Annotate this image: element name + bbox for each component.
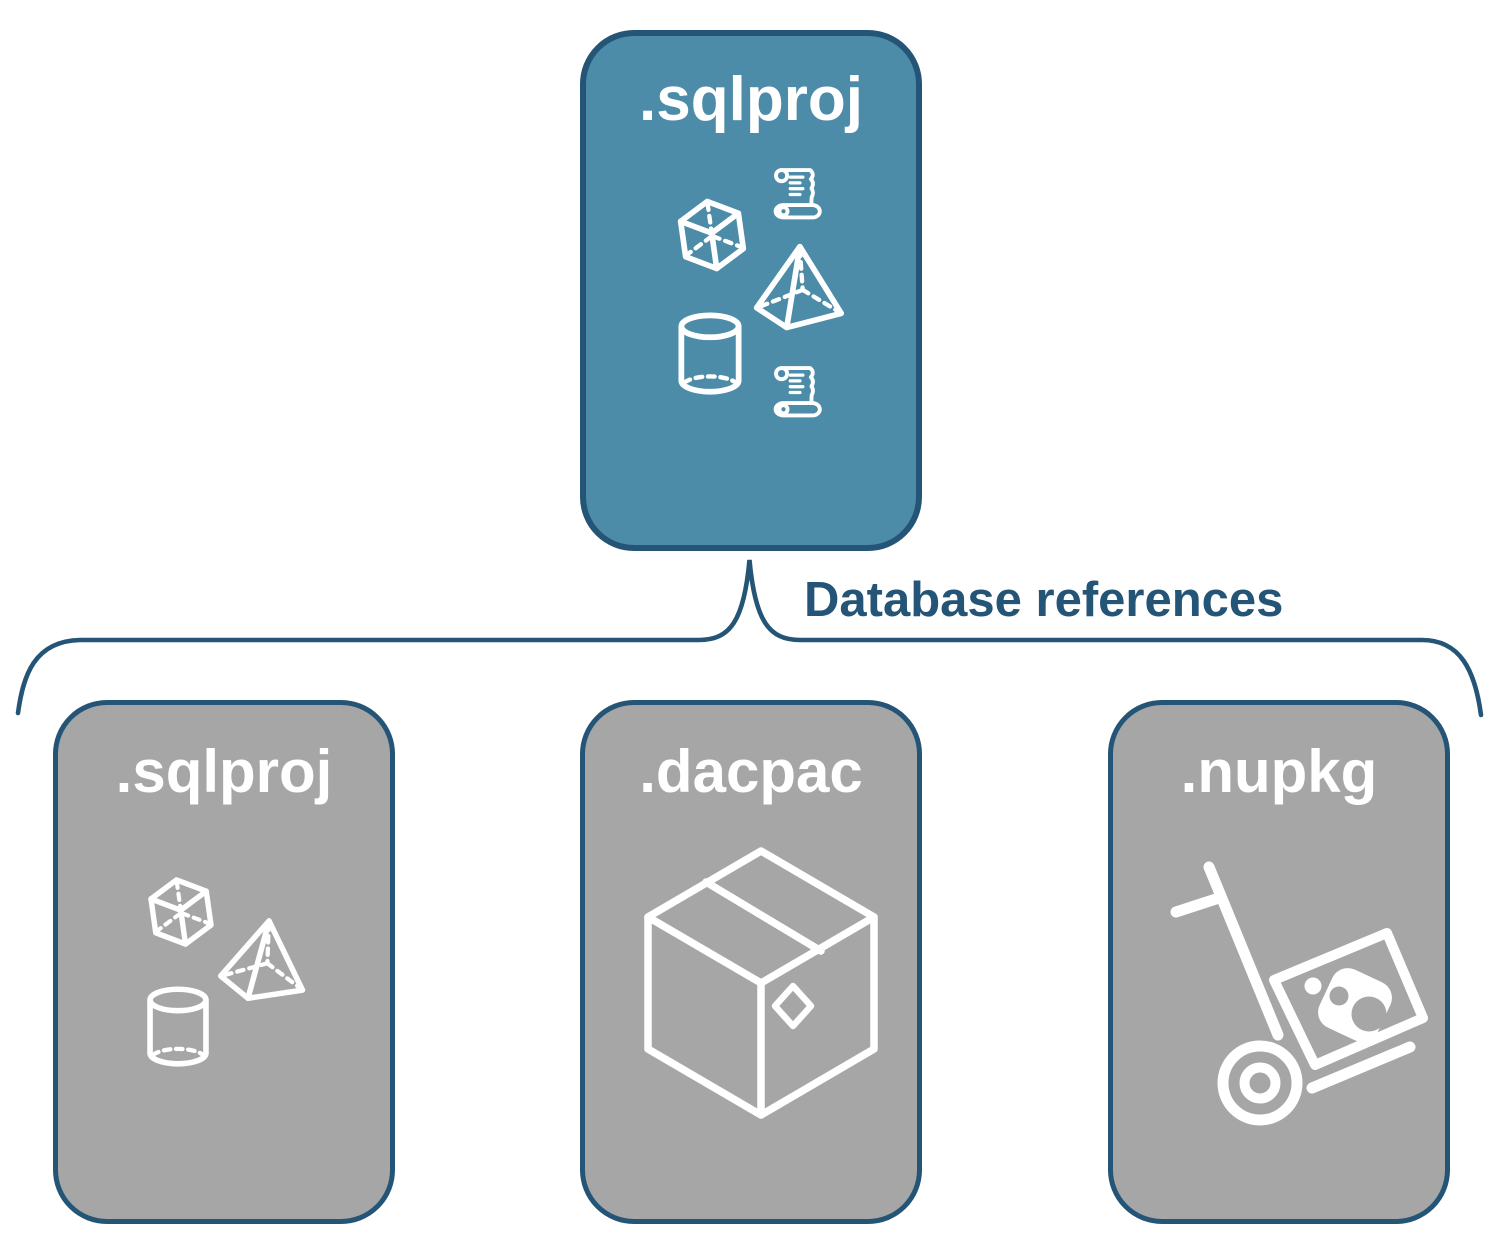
hand-truck-wheel (1217, 1040, 1303, 1126)
child-box-sqlproj: .sqlproj (53, 700, 395, 1224)
cylinder-icon (674, 312, 746, 396)
child-box-label: .dacpac (639, 738, 863, 805)
scroll-icon (773, 168, 822, 220)
child-box-label: .sqlproj (115, 738, 333, 805)
nuget-logo (1304, 968, 1392, 1042)
parent-box-label: .sqlproj (639, 65, 863, 134)
pyramid-icon (208, 910, 317, 1012)
hand-truck-package-icon (1170, 861, 1428, 1126)
cylinder-icon (144, 986, 212, 1068)
hand-truck-rail (1203, 861, 1284, 1041)
parent-box-sqlproj: .sqlproj (580, 30, 922, 551)
child-box-label: .nupkg (1180, 738, 1378, 805)
package-outline (1269, 928, 1428, 1070)
hand-truck-handle (1170, 892, 1225, 918)
pyramid-icon (746, 241, 850, 335)
child-box-dacpac: .dacpac (580, 700, 922, 1224)
package-box-icon (644, 847, 878, 1119)
scroll-icon (773, 366, 822, 418)
hand-truck-foot (1306, 1041, 1416, 1094)
connector-label: Database references (804, 573, 1284, 627)
child-box-nupkg: .nupkg (1108, 700, 1450, 1224)
